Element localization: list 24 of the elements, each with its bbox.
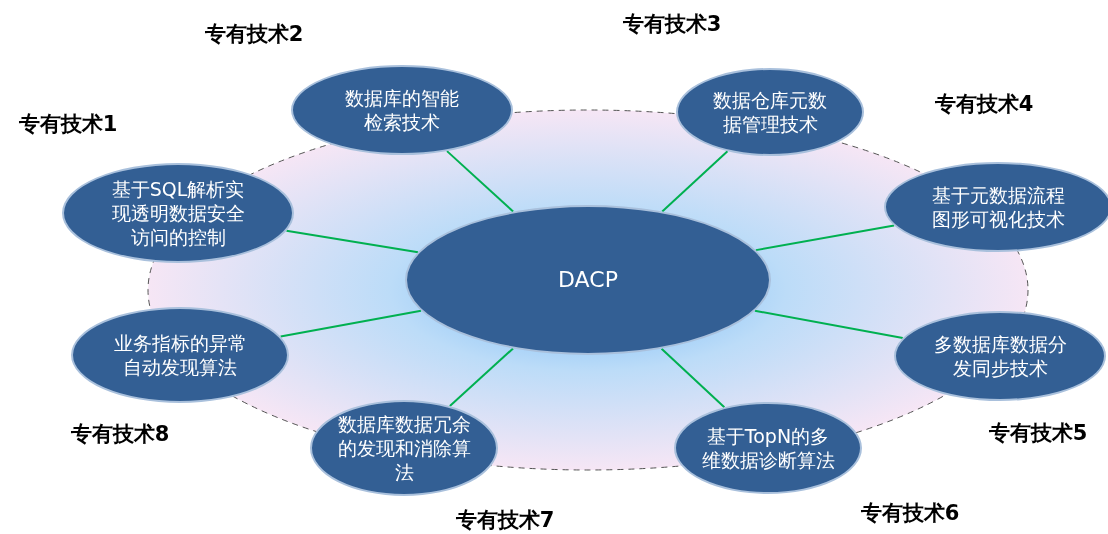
node-label: 数据库的智能检索技术 [344,86,460,134]
node-label: 基于TopN的多维数据诊断算法 [700,424,836,472]
connector-line [279,309,423,338]
node-label: 多数据库数据分发同步技术 [932,332,1068,380]
connector-line [660,347,726,409]
connector-line [448,347,515,408]
node-label: 数据库数据冗余的发现和消除算法 [336,412,472,484]
node-caption: 专有技术7 [455,507,555,534]
connector-line [754,224,896,252]
connector-line [285,229,419,254]
node-caption: 专有技术6 [860,500,960,527]
connector-line [661,150,729,213]
node-caption: 专有技术1 [18,111,118,138]
node-label: 数据仓库元数据管理技术 [712,88,828,136]
node-label: 基于元数据流程图形可视化技术 [930,183,1066,231]
node-caption: 专有技术2 [204,21,304,48]
node-caption: 专有技术4 [934,91,1034,118]
node-label: 基于SQL解析实现透明数据安全访问的控制 [110,177,246,249]
node-caption: 专有技术3 [622,11,722,38]
connector-line [753,309,904,340]
node-label: DACP [557,268,619,292]
node-caption: 专有技术5 [988,420,1088,447]
node-caption: 专有技术8 [70,421,170,448]
node-label: 业务指标的异常自动发现算法 [112,331,248,379]
